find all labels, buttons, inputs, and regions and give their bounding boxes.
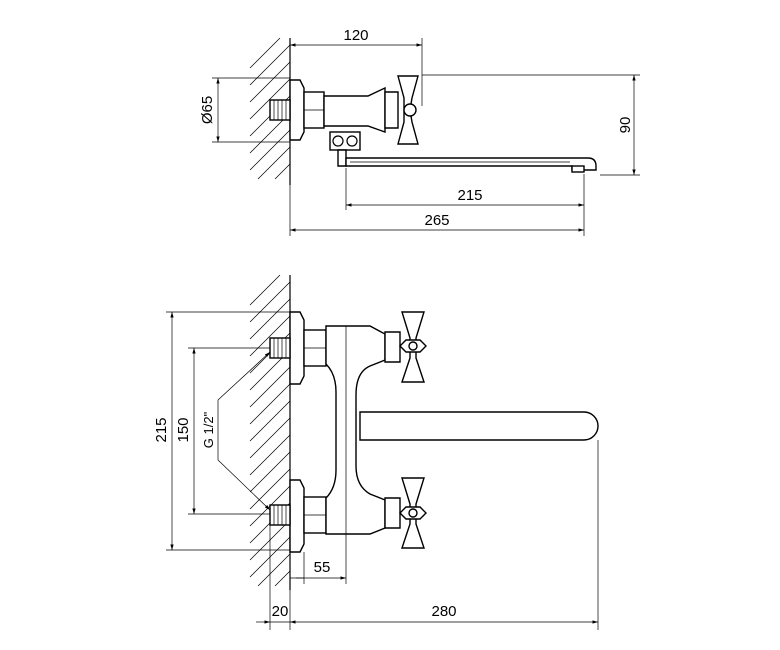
spout-collar-top [329,131,361,151]
thread-label: G 1/2" [201,411,216,448]
dim-55: 55 [314,559,331,576]
cartridge-lower [384,497,401,529]
dim-20: 20 [272,603,289,620]
dim-90: 90 [617,117,634,134]
dim-280: 280 [431,603,456,620]
handle-cap-lower [408,508,418,518]
handle-cap-upper [408,341,418,351]
inlet-thread-top [269,99,291,121]
dim-diameter-65: Ø65 [199,96,216,124]
aerator-top [571,165,585,173]
inlet-thread-lower [269,504,291,526]
dim-215-top: 215 [457,187,482,204]
dim-120: 120 [343,27,368,44]
dim-215-front: 215 [153,417,170,442]
flange-top [289,79,305,141]
flange-upper [289,311,305,385]
flange-lower [289,479,305,553]
cartridge-upper [384,331,401,363]
handle-cap-top [403,103,417,117]
dim-265: 265 [424,212,449,229]
spout-top [345,157,597,171]
cartridge-top [384,91,399,129]
inlet-thread-upper [269,337,291,359]
spout-front [359,411,599,441]
mixer-body-top [323,86,386,133]
front-view: 215 150 G 1/2" 55 20 280 [153,274,599,630]
top-view: 120 Ø65 90 215 265 [199,27,640,236]
dim-150: 150 [175,417,192,442]
